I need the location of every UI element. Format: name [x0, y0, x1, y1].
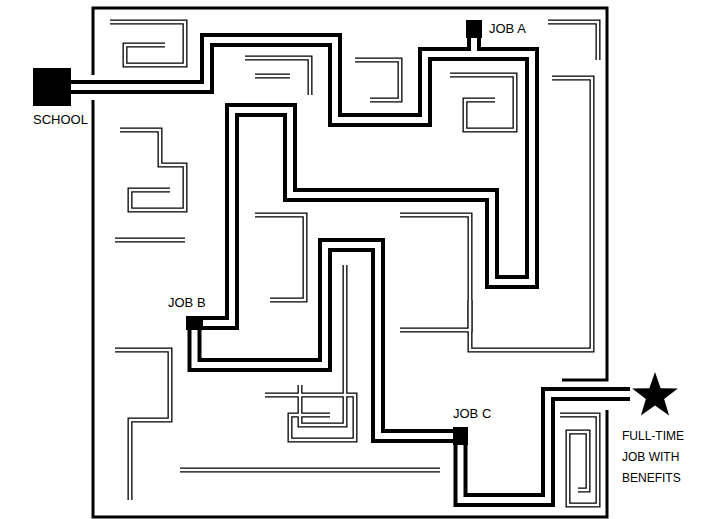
place-marker — [453, 427, 468, 445]
maze-wall — [355, 60, 400, 100]
maze-wall-core — [110, 22, 185, 65]
place-marker — [186, 316, 203, 330]
maze-walls-inner — [110, 22, 598, 505]
maze-wall — [115, 350, 170, 500]
route-corridor-core — [195, 245, 454, 436]
goal-node: FULL-TIME JOB WITH BENEFITS — [622, 370, 702, 489]
maze-wall-core — [245, 58, 310, 95]
place-label: SCHOOL — [33, 112, 88, 127]
place-marker — [466, 20, 482, 38]
place-label: JOB B — [168, 295, 206, 310]
maze-wall-core — [355, 60, 400, 100]
place-label: JOB C — [453, 406, 491, 421]
maze-walls-outer — [110, 22, 598, 505]
maze-wall — [560, 415, 598, 505]
maze-wall — [255, 215, 470, 330]
job-node: JOB B — [168, 295, 206, 330]
place-label: JOB A — [489, 20, 526, 38]
star-shape — [632, 372, 678, 415]
maze-wall — [548, 22, 598, 60]
maze-wall-core — [560, 415, 598, 505]
route-corridor-core — [203, 38, 532, 323]
maze-wall-core — [450, 75, 515, 130]
maze-wall — [115, 130, 185, 240]
maze-wall-core — [115, 130, 185, 240]
maze-wall-core — [548, 22, 598, 60]
route-corridor — [203, 38, 532, 323]
maze-wall — [245, 58, 310, 95]
place-marker — [33, 68, 71, 106]
maze-wall — [450, 75, 515, 130]
maze-wall-core — [115, 350, 170, 500]
job-node: SCHOOL — [33, 68, 88, 127]
job-node: JOB C — [453, 406, 491, 445]
maze-wall-core — [255, 215, 470, 330]
maze-wall — [110, 22, 185, 65]
place-label: FULL-TIME JOB WITH BENEFITS — [622, 426, 702, 489]
goal-star — [630, 370, 680, 418]
job-node: JOB A — [466, 20, 526, 38]
maze-border-line — [93, 8, 607, 380]
